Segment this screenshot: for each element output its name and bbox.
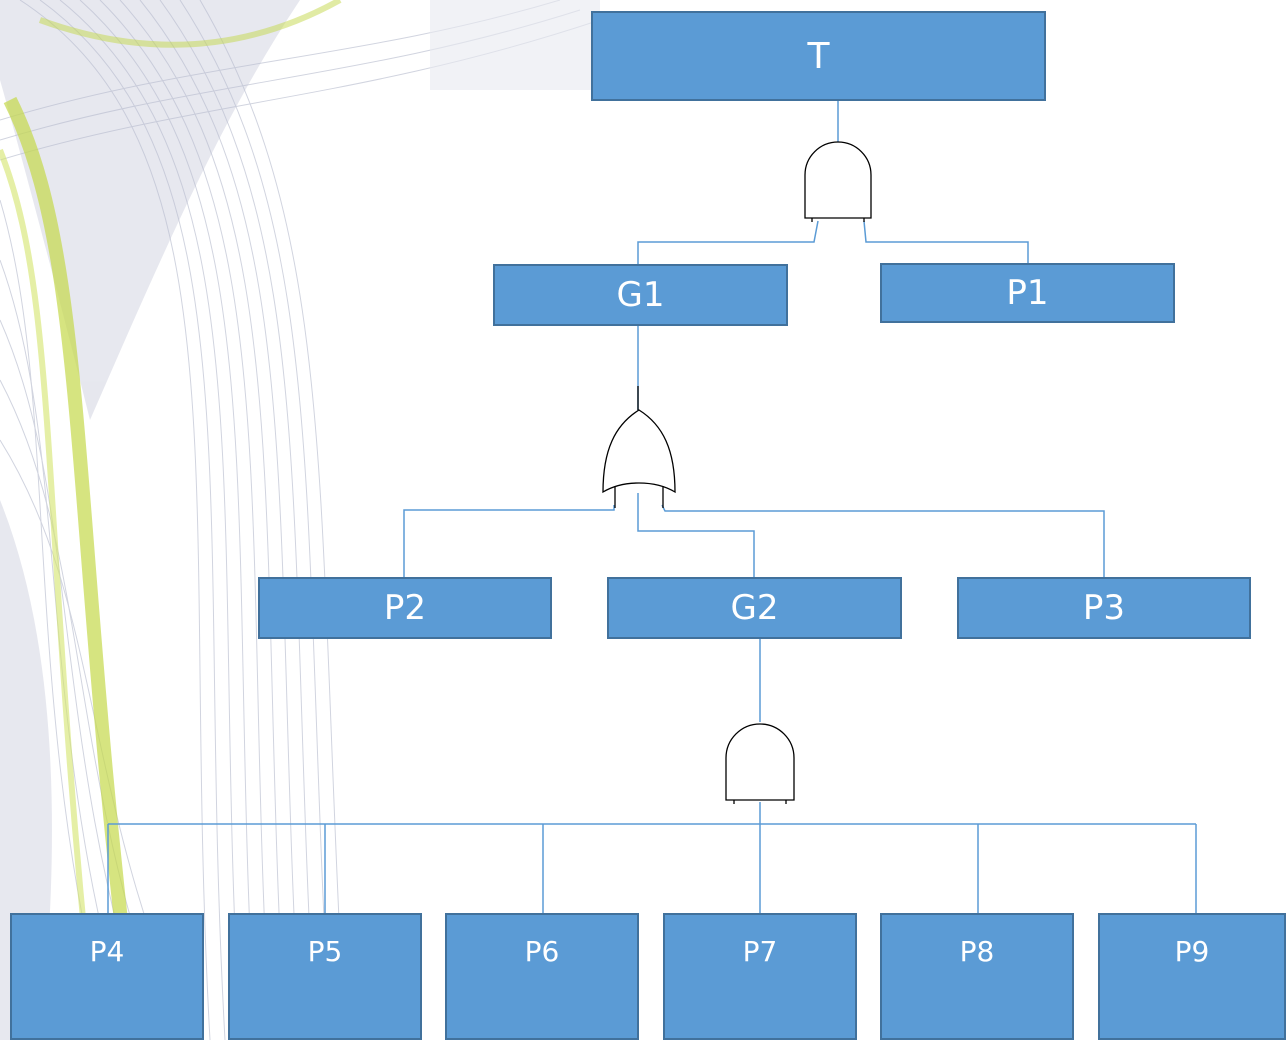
node-p1: P1 [880, 263, 1175, 323]
node-p2: P2 [258, 577, 552, 639]
node-p9: P9 [1098, 913, 1286, 1040]
node-p3: P3 [957, 577, 1251, 639]
connector-gate2-g2 [637, 493, 755, 578]
node-g2: G2 [607, 577, 902, 639]
node-g1: G1 [493, 264, 788, 326]
node-p5: P5 [228, 913, 422, 1040]
connector-gate1-p1 [863, 220, 1029, 264]
background-decoration [0, 0, 600, 1040]
node-t: T [591, 11, 1046, 101]
connector-gate2-p2 [403, 505, 615, 578]
and-gate-icon [804, 141, 872, 222]
connector-gate2-p3 [661, 504, 1105, 578]
node-p4: P4 [10, 913, 204, 1040]
or-gate-icon [602, 386, 676, 508]
node-p6: P6 [445, 913, 639, 1040]
connector-gate1-g1 [637, 220, 819, 264]
node-p7: P7 [663, 913, 857, 1040]
node-p8: P8 [880, 913, 1074, 1040]
and-gate-icon [725, 723, 795, 804]
